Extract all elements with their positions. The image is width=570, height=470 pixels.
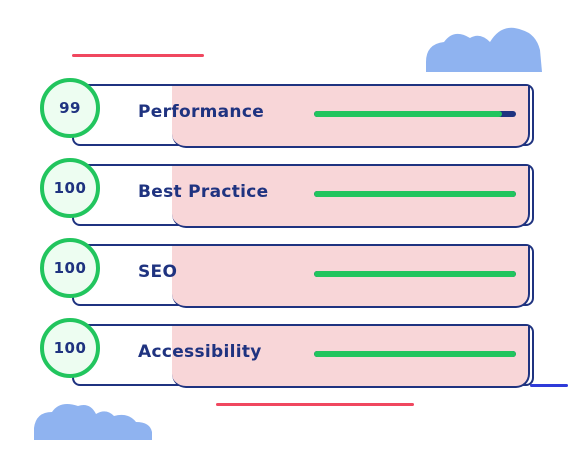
metric-row-accessibility: 100 Accessibility (40, 318, 540, 396)
metric-row-performance: 99 Performance (40, 78, 540, 156)
score-circle: 100 (40, 158, 100, 218)
progress-fill (314, 351, 516, 357)
progress-bar (314, 351, 516, 357)
cloud-bottom-left (32, 402, 154, 442)
progress-bar (314, 191, 516, 197)
top-accent-line (72, 54, 204, 57)
score-value: 100 (53, 179, 87, 197)
score-value: 100 (53, 259, 87, 277)
progress-fill (314, 271, 516, 277)
score-value: 100 (53, 339, 87, 357)
side-blue-line (530, 384, 568, 387)
cloud-top-right (424, 24, 544, 74)
row-panel (172, 246, 530, 308)
score-circle: 100 (40, 318, 100, 378)
bottom-accent-line (216, 403, 414, 406)
metric-label: Accessibility (138, 342, 262, 362)
metric-label: Best Practice (138, 182, 269, 202)
metric-label: SEO (138, 262, 178, 282)
score-value: 99 (59, 99, 81, 117)
metric-row-seo: 100 SEO (40, 238, 540, 316)
progress-fill (314, 111, 502, 117)
metric-row-best-practice: 100 Best Practice (40, 158, 540, 236)
score-circle: 100 (40, 238, 100, 298)
row-panel (172, 86, 530, 148)
score-circle: 99 (40, 78, 100, 138)
progress-fill (314, 191, 516, 197)
metric-label: Performance (138, 102, 265, 122)
row-panel (172, 326, 530, 388)
row-panel (172, 166, 530, 228)
progress-bar (314, 111, 516, 117)
progress-bar (314, 271, 516, 277)
